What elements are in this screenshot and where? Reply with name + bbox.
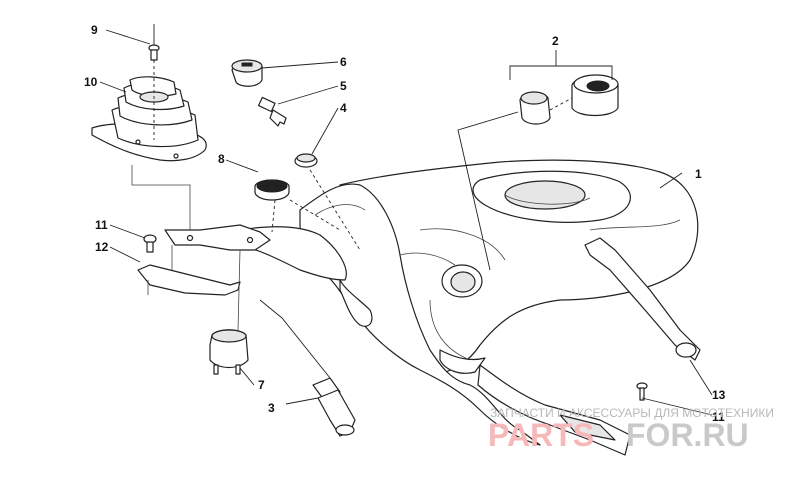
ignition-switch bbox=[209, 329, 249, 375]
callout-9: 9 bbox=[91, 23, 98, 37]
callout-13: 13 bbox=[712, 388, 726, 402]
side-rail bbox=[584, 237, 701, 361]
leader-lines bbox=[99, 29, 713, 416]
bolt-11-right bbox=[636, 382, 648, 401]
callout-7: 7 bbox=[258, 378, 265, 392]
watermark-caption: ЗАПЧАСТИ И АКСЕССУАРЫ ДЛЯ МОТОТЕХНИКИ bbox=[490, 406, 774, 420]
rubber-boot bbox=[91, 76, 207, 162]
fuel-cap-ring bbox=[254, 179, 290, 201]
callout-3: 3 bbox=[268, 401, 275, 415]
fuel-tank bbox=[339, 159, 699, 374]
bolt-11-left bbox=[143, 234, 157, 253]
callout-labels: 1 2 3 4 5 6 7 8 9 10 11 12 13 11 bbox=[84, 23, 726, 424]
callout-11-left: 11 bbox=[95, 218, 108, 232]
callout-6: 6 bbox=[340, 55, 347, 69]
callout-2: 2 bbox=[552, 34, 559, 48]
tank-front-cover bbox=[239, 183, 541, 446]
grommet-ring bbox=[294, 153, 318, 168]
watermark-brand-red: PARTS bbox=[488, 417, 594, 453]
callout-1: 1 bbox=[695, 167, 702, 181]
watermark-brand-gray: FOR.RU bbox=[626, 417, 749, 453]
sensor-plug bbox=[312, 377, 356, 437]
mount-bracket bbox=[164, 224, 271, 251]
callout-11-right: 11 bbox=[712, 410, 725, 424]
callout-10: 10 bbox=[84, 75, 98, 89]
callout-4: 4 bbox=[340, 101, 347, 115]
lower-bracket bbox=[477, 364, 631, 456]
rivet-9 bbox=[148, 24, 160, 140]
bracket-plate-12 bbox=[137, 264, 241, 296]
watermark: ЗАПЧАСТИ И АКСЕССУАРЫ ДЛЯ МОТОТЕХНИКИ PA… bbox=[488, 406, 774, 453]
callout-8: 8 bbox=[218, 152, 225, 166]
callout-5: 5 bbox=[340, 79, 347, 93]
ignition-key bbox=[257, 96, 287, 127]
filler-neck-parts bbox=[519, 74, 619, 125]
lock-cylinder bbox=[231, 59, 263, 87]
callout-12: 12 bbox=[95, 240, 109, 254]
